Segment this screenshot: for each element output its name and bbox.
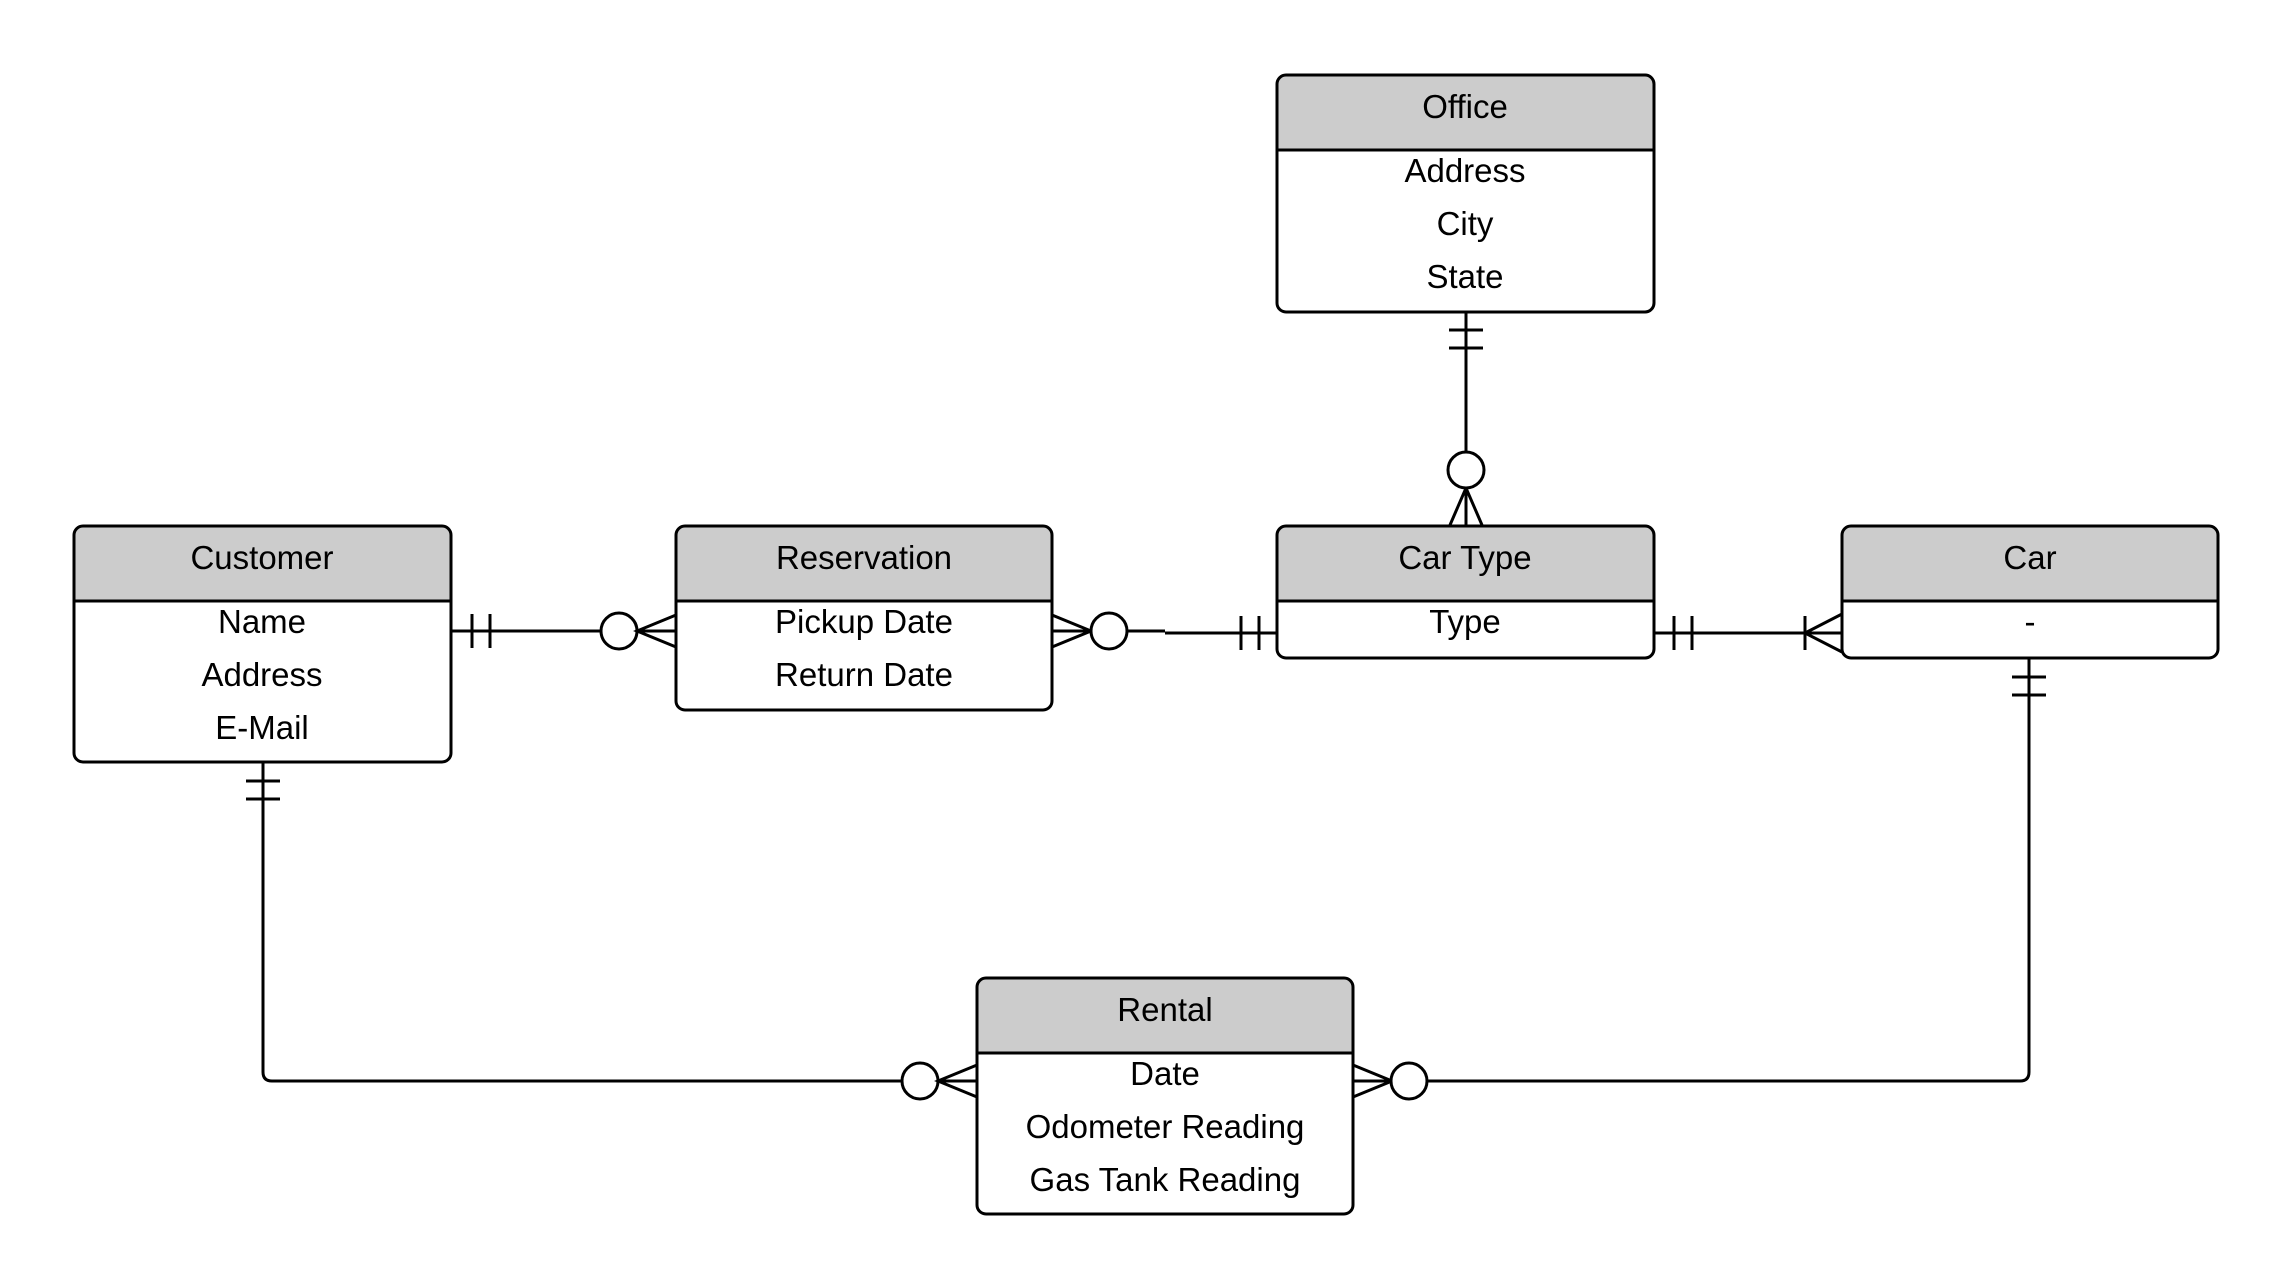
reservation-zero-marker-right [1089,611,1129,651]
office-one-and-only-one-marker [1449,328,1483,350]
relationship-customer-reservation [451,611,677,651]
attribute-car-placeholder: - [2025,603,2036,640]
car-type-many-marker [1448,484,1484,526]
relationship-car-rental [1352,658,2046,1101]
attribute-office-city: City [1437,205,1494,242]
attribute-customer-name: Name [218,603,306,640]
relationship-reservation-car-type [1051,611,1277,651]
rental-many-marker-left [934,1063,978,1099]
entity-rental[interactable]: Rental Date Odometer Reading Gas Tank Re… [975,976,1355,1216]
attribute-customer-address: Address [201,656,322,693]
car-type-zero-marker [1446,450,1486,490]
entity-title-office: Office [1422,88,1508,125]
reservation-zero-marker [599,611,639,651]
attribute-office-address: Address [1404,152,1525,189]
entity-title-car: Car [2003,539,2056,576]
entity-title-rental: Rental [1117,991,1212,1028]
attribute-customer-email: E-Mail [215,709,309,746]
entity-title-car-type: Car Type [1398,539,1531,576]
relationship-customer-rental [246,762,978,1101]
entity-office[interactable]: Office Address City State [1275,73,1656,314]
attribute-office-state: State [1426,258,1503,295]
car-one-and-only-one-marker [2012,675,2046,697]
entity-title-customer: Customer [190,539,333,576]
relationship-car-type-car [1654,612,1843,654]
rental-many-marker-right [1352,1063,1396,1099]
reservation-many-marker-right [1051,613,1095,649]
attribute-reservation-pickup-date: Pickup Date [775,603,953,640]
attribute-rental-odometer-reading: Odometer Reading [1026,1108,1305,1145]
reservation-many-marker [633,613,677,649]
customer-one-and-only-one-marker-bottom [246,779,280,801]
entity-title-reservation: Reservation [776,539,952,576]
attribute-reservation-return-date: Return Date [775,656,953,693]
car-one-or-many-marker [1801,612,1843,654]
relationship-office-car-type [1446,312,1486,526]
car-type-one-and-only-one-marker [1239,616,1261,650]
entity-reservation[interactable]: Reservation Pickup Date Return Date [674,524,1054,712]
rental-zero-marker-right [1389,1061,1429,1101]
rental-zero-marker-left [900,1061,940,1101]
entity-car[interactable]: Car - [1840,524,2220,660]
entity-customer[interactable]: Customer Name Address E-Mail [72,524,453,764]
entity-car-type[interactable]: Car Type Type [1275,524,1656,660]
attribute-rental-date: Date [1130,1055,1200,1092]
attribute-car-type-type: Type [1429,603,1501,640]
car-type-one-and-only-one-marker-right [1672,616,1694,650]
customer-one-and-only-one-marker [470,614,492,648]
attribute-rental-gas-tank-reading: Gas Tank Reading [1030,1161,1301,1198]
